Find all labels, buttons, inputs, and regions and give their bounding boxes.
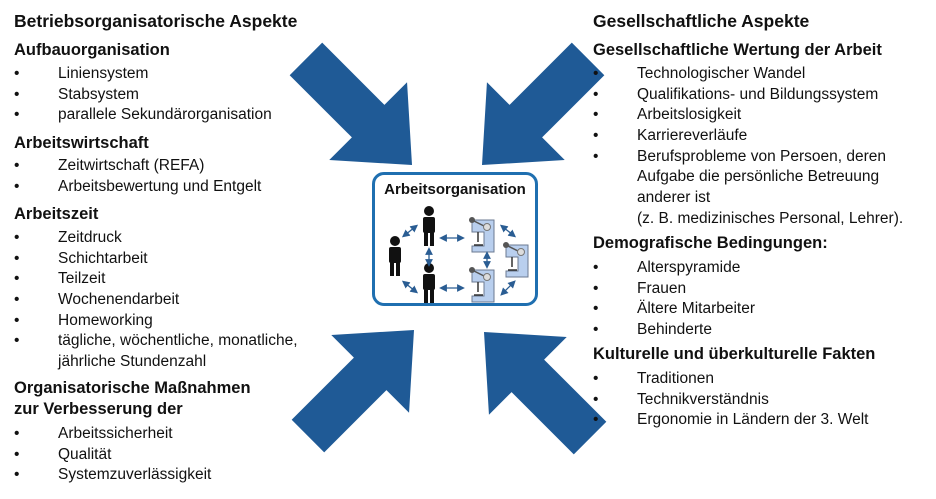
center-box: Arbeitsorganisation — [372, 172, 538, 306]
section-heading: Gesellschaftliche Wertung der Arbeit — [593, 41, 882, 59]
person-icon — [423, 206, 435, 246]
arrow-bottom-left — [269, 291, 453, 475]
section-heading: Arbeitszeit — [14, 205, 99, 223]
arrow-bottom-right — [445, 293, 629, 477]
section-heading: Organisatorische Maßnahmen — [14, 379, 251, 397]
machine-icon — [502, 241, 529, 278]
machine-icon — [468, 266, 495, 303]
relation-arrows — [401, 224, 517, 296]
section-heading: Arbeitswirtschaft — [14, 134, 149, 152]
left-title: Betriebsorganisatorische Aspekte — [14, 11, 298, 31]
person-icon — [389, 236, 401, 276]
right-title: Gesellschaftliche Aspekte — [593, 11, 810, 31]
section-heading: Demografische Bedingungen: — [593, 234, 828, 252]
section-heading-line2: zur Verbesserung der — [14, 400, 183, 418]
center-title: Arbeitsorganisation — [384, 181, 526, 198]
person-icon — [423, 263, 435, 303]
section-heading: Kulturelle und überkulturelle Fakten — [593, 345, 876, 363]
machine-icon — [468, 216, 495, 253]
work-organisation-illustration — [389, 206, 529, 303]
section-heading: Aufbauorganisation — [14, 41, 170, 59]
